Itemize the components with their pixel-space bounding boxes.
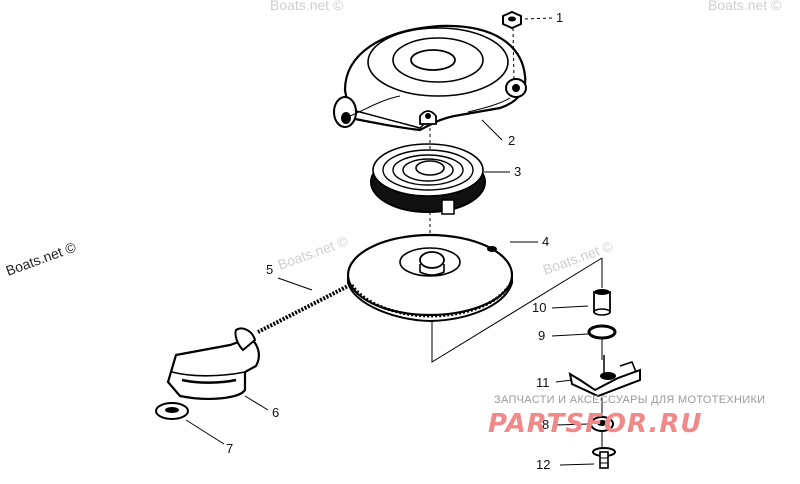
callout-5: 5: [266, 262, 273, 277]
part-bushing: [593, 289, 611, 316]
callout-2: 2: [508, 133, 515, 148]
callout-6: 6: [272, 405, 279, 420]
callout-8: 8: [542, 417, 549, 432]
callout-1: 1: [556, 10, 563, 25]
part-screw: [592, 447, 616, 469]
watermark-boats-mid: Boats.net ©: [276, 232, 351, 272]
callout-10: 10: [532, 300, 546, 315]
brand-name: PARTSFOR.RU: [488, 409, 702, 439]
part-rope-pulley: [346, 233, 514, 323]
assembly-lines: [429, 27, 603, 448]
callout-3: 3: [514, 164, 521, 179]
part-recoil-spring: [370, 143, 486, 215]
part-pawl-bracket: [568, 355, 641, 398]
part-handle-washer: [155, 402, 189, 420]
part-nut: [502, 10, 522, 30]
callouts: 1 2 3 4 5 6 7 8 9 10 11 12: [226, 10, 563, 472]
watermark-boats-top-center: Boats.net ©: [270, 0, 344, 13]
brand-subtitle: ЗАПЧАСТИ И АКСЕССУАРЫ ДЛЯ МОТОТЕХНИКИ: [494, 394, 765, 406]
callout-11: 11: [536, 375, 550, 390]
part-spacer-washer: [587, 324, 617, 340]
watermark-boats-top-right: Boats.net ©: [708, 0, 782, 13]
part-starter-handle: [166, 327, 260, 400]
watermark-boats-right: Boats.net ©: [541, 237, 616, 277]
callout-12: 12: [536, 457, 550, 472]
leader-lines: [185, 17, 595, 466]
partsfor-watermark: ЗАПЧАСТИ И АКСЕССУАРЫ ДЛЯ МОТОТЕХНИКИ PA…: [488, 394, 765, 439]
watermark-boats-left: Boats.net ©: [4, 238, 79, 278]
part-retainer-washer: [590, 416, 614, 432]
callout-4: 4: [542, 234, 549, 249]
part-starter-housing: [333, 24, 527, 132]
part-starter-rope: [257, 283, 351, 334]
callout-9: 9: [538, 328, 545, 343]
callout-7: 7: [226, 441, 233, 456]
